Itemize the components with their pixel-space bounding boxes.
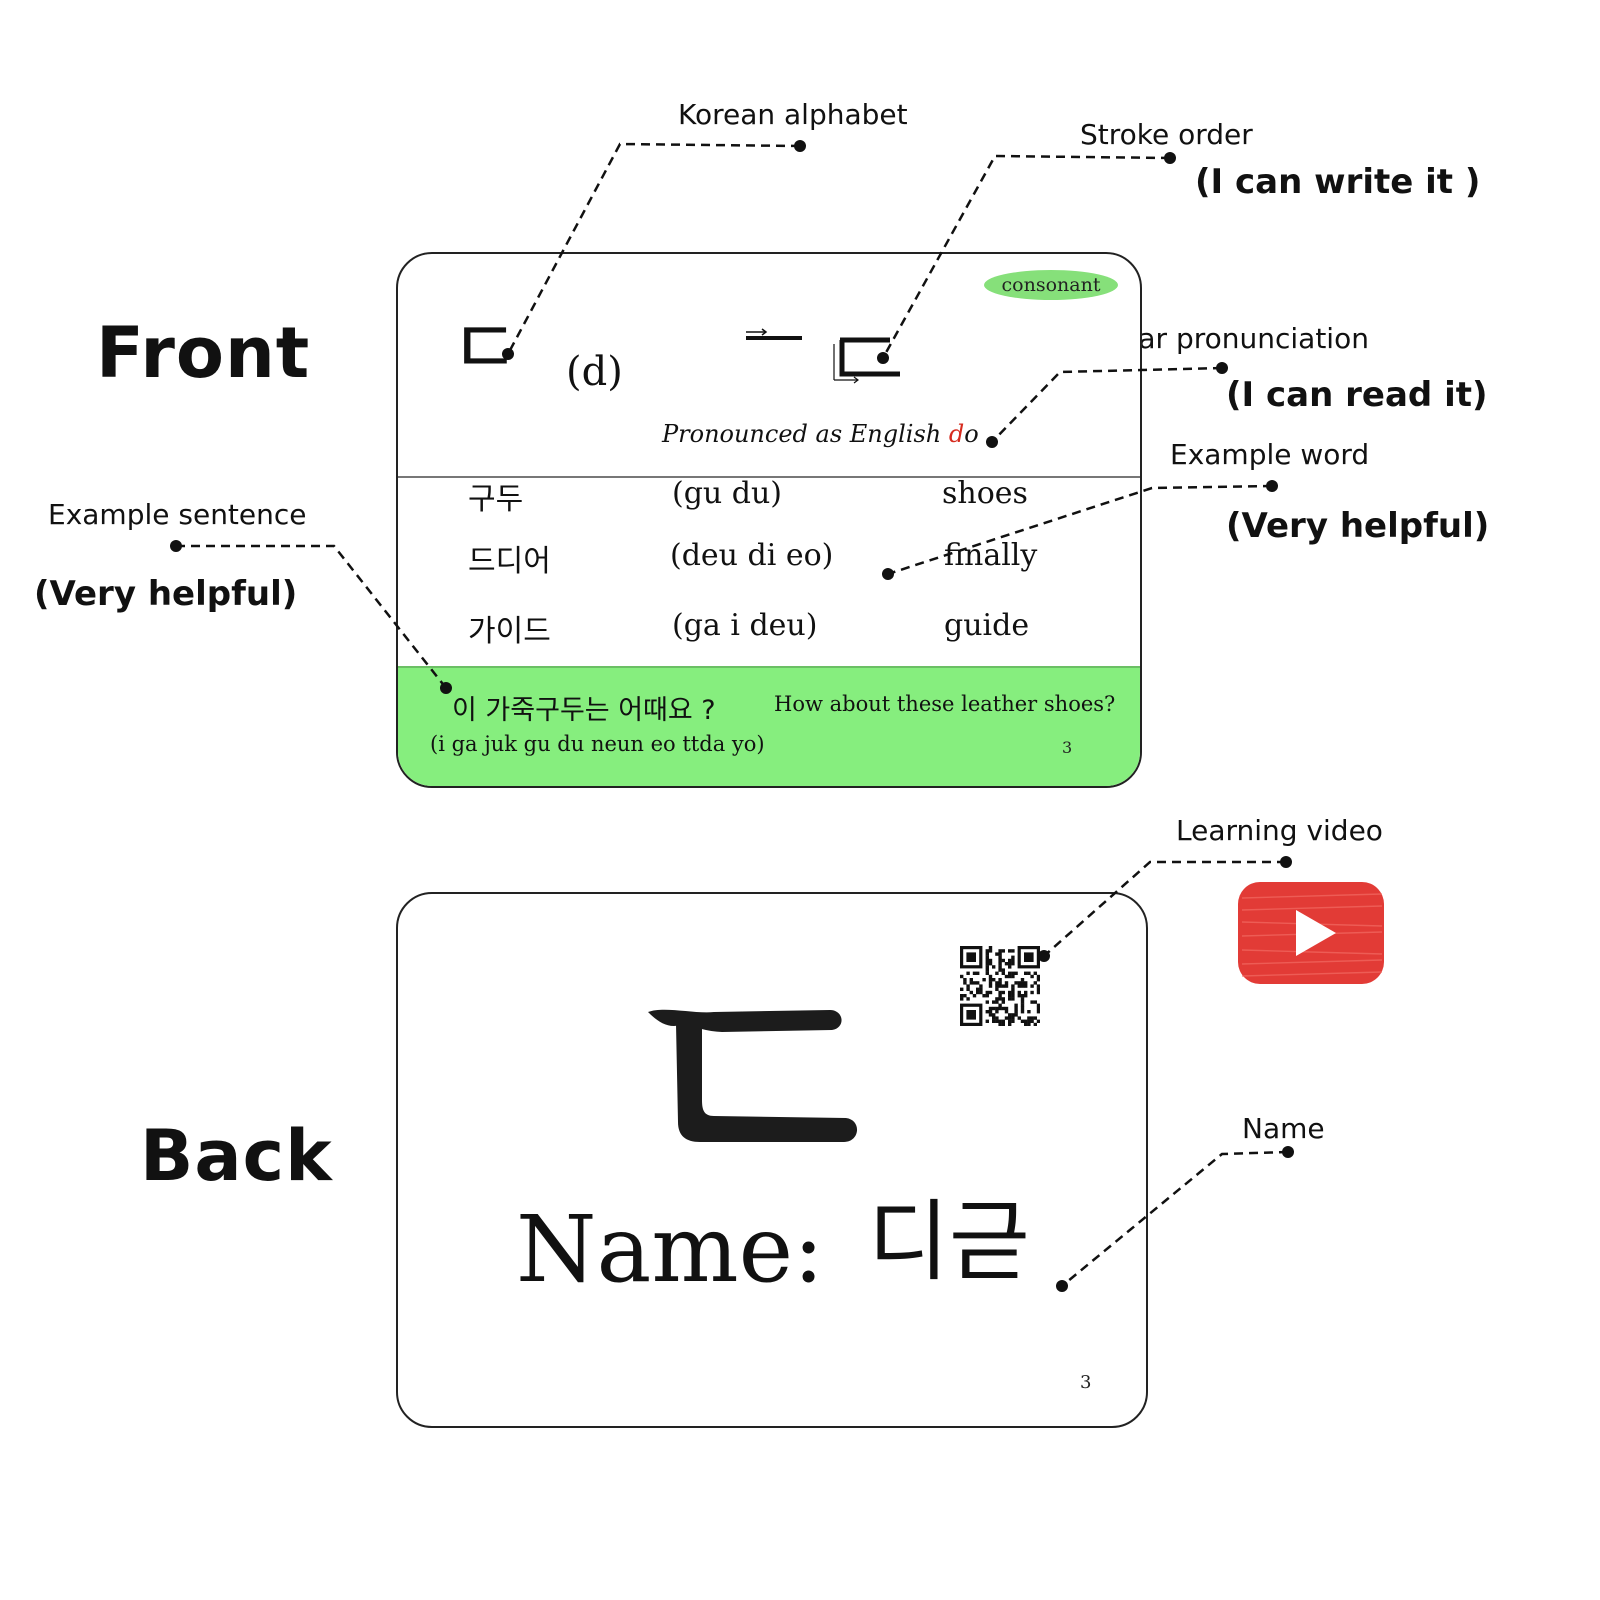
- note-example-word: (Very helpful): [1226, 506, 1490, 546]
- note-write: (I can write it ): [1195, 162, 1481, 202]
- pronunciation-suffix: o: [964, 420, 979, 448]
- sentence-english: How about these leather shoes?: [774, 692, 1116, 716]
- back-title: Back: [140, 1115, 333, 1197]
- word-roman: (deu di eo): [670, 538, 834, 573]
- word-roman: (ga i deu): [672, 608, 818, 643]
- callout-korean-alphabet: Korean alphabet: [678, 98, 908, 131]
- word-korean: 가이드: [468, 614, 551, 649]
- front-divider: [398, 476, 1140, 478]
- back-page-number: 3: [1080, 1372, 1092, 1393]
- front-letter: ㄷ: [450, 303, 520, 392]
- word-english: finally: [944, 538, 1038, 573]
- word-korean: 구두: [468, 482, 524, 517]
- pronunciation-highlight: d: [948, 420, 965, 448]
- pronunciation-line: Pronounced as English do: [662, 420, 979, 448]
- front-title: Front: [96, 312, 311, 394]
- callout-example-sentence: Example sentence: [48, 498, 307, 531]
- note-example-sentence: (Very helpful): [34, 574, 298, 614]
- callout-stroke-order: Stroke order: [1080, 118, 1253, 151]
- back-letter-icon: [648, 1009, 858, 1142]
- example-sentence-band: [398, 666, 1140, 786]
- front-romanization: (d): [566, 349, 623, 395]
- callout-example-word: Example word: [1170, 438, 1370, 471]
- stroke-order-icon: [746, 328, 900, 384]
- word-korean: 드디어: [468, 544, 551, 579]
- note-read: (I can read it): [1226, 375, 1488, 415]
- word-english: guide: [944, 608, 1030, 643]
- sentence-roman: (i ga juk gu du neun eo ttda yo): [430, 732, 765, 756]
- name-label: Name:: [516, 1196, 825, 1303]
- sentence-korean: 이 가죽구두는 어때요 ?: [452, 695, 716, 726]
- name-value: 디귿: [868, 1190, 1030, 1293]
- front-page-number: 3: [1062, 738, 1073, 757]
- front-card: consonant ㄷ (d) Pronounced as English do…: [396, 252, 1142, 788]
- word-english: shoes: [942, 476, 1028, 511]
- youtube-play-icon[interactable]: [1236, 880, 1386, 986]
- qr-code-icon[interactable]: [960, 946, 1040, 1026]
- callout-name: Name: [1242, 1112, 1325, 1145]
- word-roman: (gu du): [672, 476, 782, 511]
- consonant-badge: consonant: [984, 270, 1118, 300]
- pronunciation-prefix: Pronounced as English: [662, 420, 949, 448]
- back-card: ㄷ Name: 디귿 3: [396, 892, 1148, 1428]
- callout-learning-video: Learning video: [1176, 814, 1383, 847]
